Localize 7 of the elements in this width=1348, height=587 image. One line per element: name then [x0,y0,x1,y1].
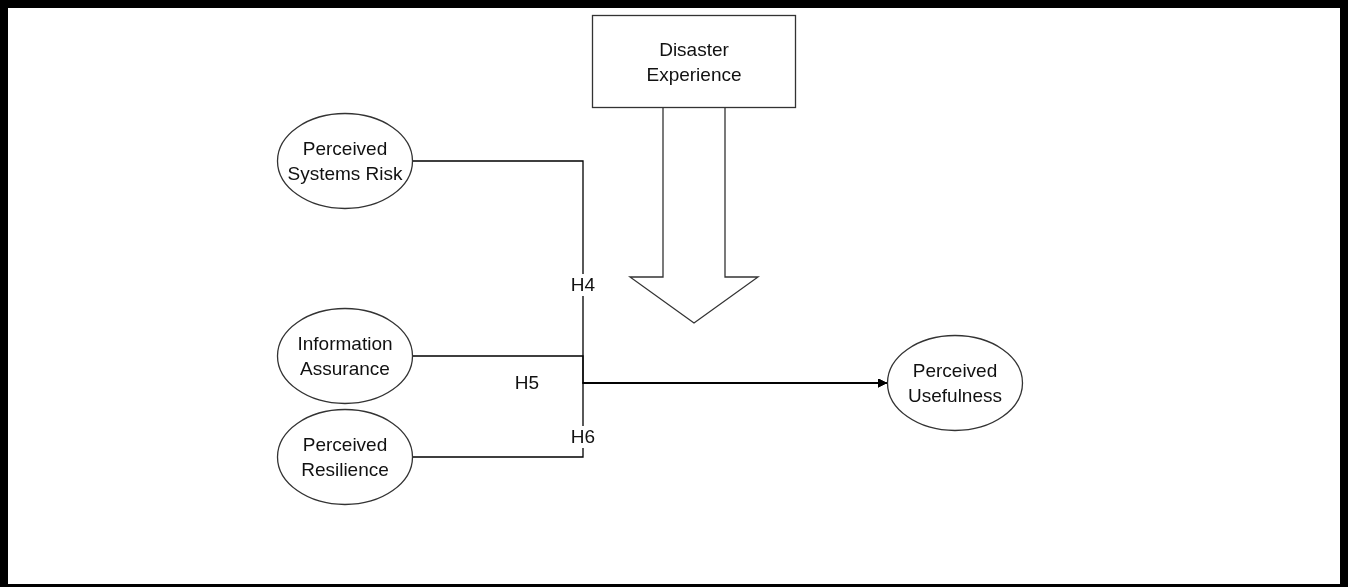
node-label: Disaster Experience [645,37,743,87]
node-label: Perceived Systems Risk [286,137,404,186]
node-label: Perceived Usefulness [907,359,1003,408]
block-arrow [628,107,760,324]
node-label: Information Assurance [296,332,394,381]
arrow [412,378,888,458]
node-label: Perceived Resilience [300,433,390,482]
